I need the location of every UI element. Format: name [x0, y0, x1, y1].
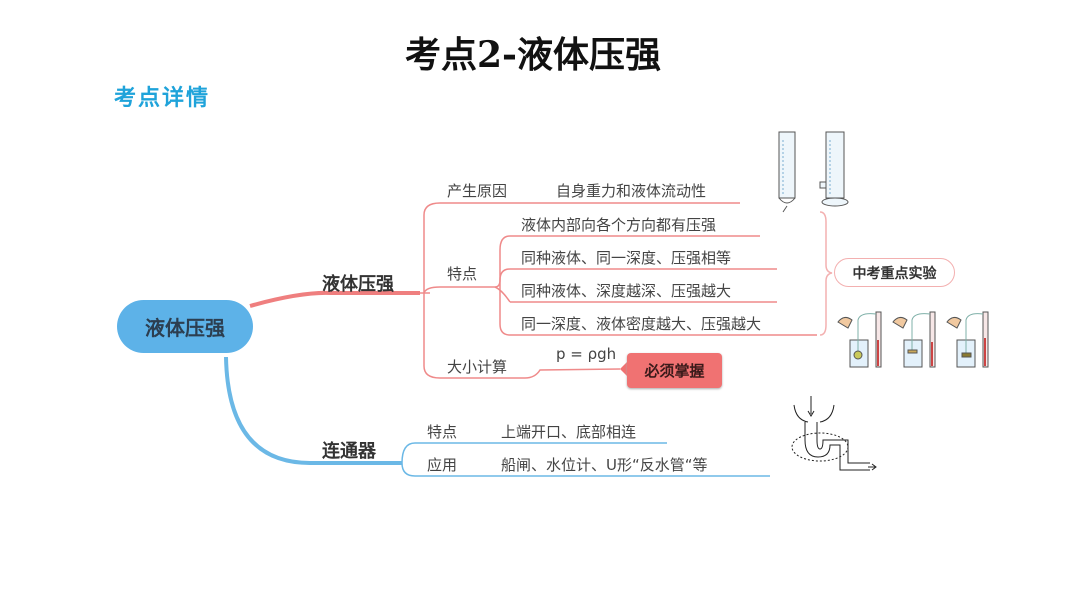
node-connector: 连通器 — [322, 441, 376, 462]
drain-trap-image — [791, 396, 877, 471]
connector-feature-value: 上端开口、底部相连 — [501, 423, 637, 441]
brace-experiment — [819, 211, 833, 336]
feature-item: 液体内部向各个方向都有压强 — [521, 216, 717, 234]
must-master-tag: 必须掌握 — [627, 353, 722, 388]
branch-line-connector — [224, 356, 402, 465]
bracket-features — [499, 268, 511, 336]
connector-application-value: 船闸、水位计、U形“反水管“等 — [501, 456, 708, 474]
feature-item: 同种液体、深度越深、压强越大 — [521, 282, 732, 300]
root-label: 液体压强 — [145, 316, 225, 340]
connector-feature-label: 特点 — [427, 423, 458, 441]
bracket-pressure — [423, 202, 441, 379]
must-master-label: 必须掌握 — [644, 362, 705, 380]
section-subtitle: 考点详情 — [114, 85, 211, 111]
node-calc-label: 大小计算 — [447, 358, 508, 376]
page-title: 考点2-液体压强 — [405, 34, 661, 76]
node-cause-label: 产生原因 — [447, 182, 508, 200]
key-experiment-label: 中考重点实验 — [852, 265, 937, 282]
cylinder-experiment-image — [778, 131, 849, 213]
node-cause-value: 自身重力和液体流动性 — [556, 182, 707, 200]
node-features-label: 特点 — [447, 265, 478, 283]
mindmap-root-node: 液体压强 — [117, 300, 253, 353]
key-experiment-tag: 中考重点实验 — [834, 258, 955, 287]
feature-item: 同种液体、同一深度、压强相等 — [521, 249, 732, 267]
connector-application-label: 应用 — [427, 456, 458, 474]
formula: p = ρgh — [556, 345, 617, 363]
branch-line-pressure — [249, 290, 420, 308]
node-liquid-pressure: 液体压强 — [322, 274, 394, 295]
feature-item: 同一深度、液体密度越大、压强越大 — [521, 315, 762, 333]
pressure-gauge-experiment-image — [837, 311, 989, 368]
